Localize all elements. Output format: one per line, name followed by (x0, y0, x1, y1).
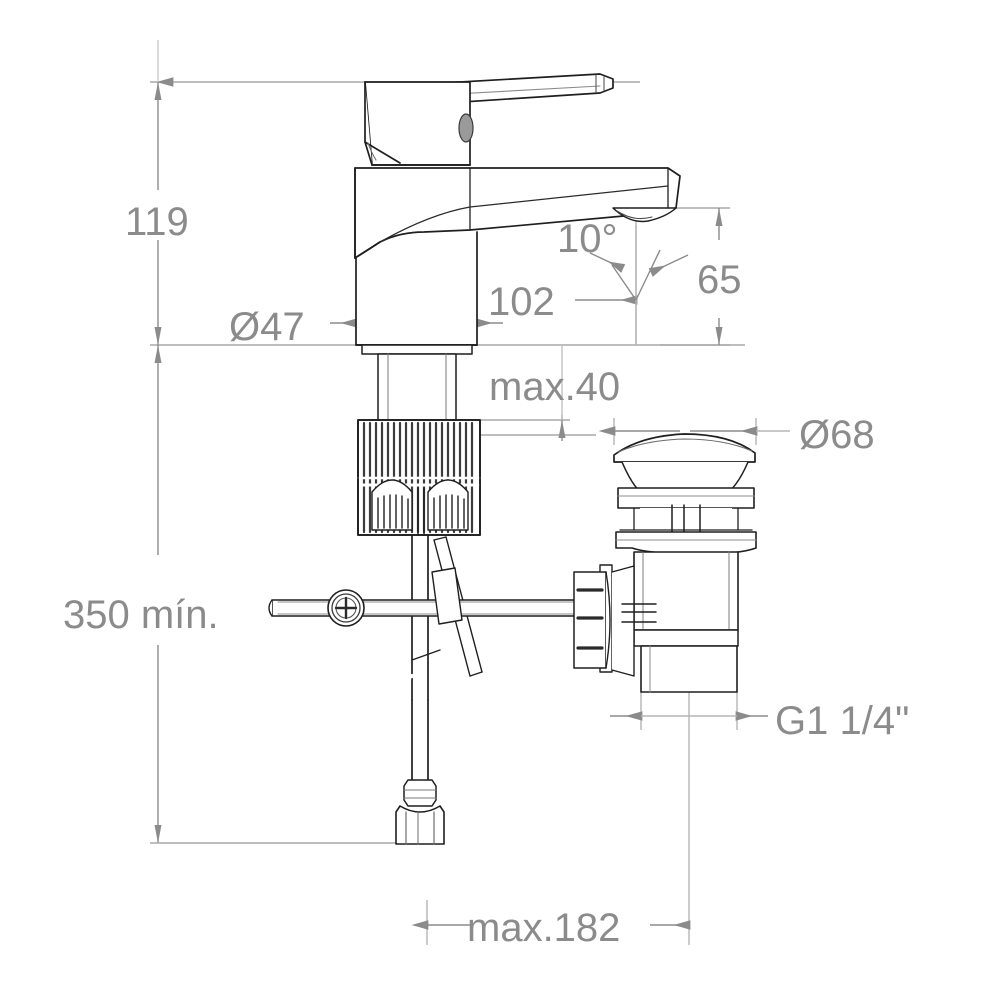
horizontal-lift-rod (268, 567, 613, 625)
mounting-shank (377, 353, 457, 421)
waste-grate-slots (619, 504, 753, 534)
rod-screw (327, 589, 365, 627)
hose-connector-nut (395, 779, 445, 845)
dimension-supply-length (150, 345, 440, 844)
dimension-waste-flange-diameter (598, 418, 790, 445)
dimension-text-spout-height: 65 (697, 258, 742, 302)
flexible-hose (378, 534, 441, 781)
dimension-text-base-diameter: Ø47 (229, 305, 305, 349)
dimension-text-spout-reach: 102 (488, 280, 555, 324)
dimension-waste-thread (610, 680, 768, 745)
waste-body (633, 551, 739, 631)
dimension-text-deck-thickness: max.40 (489, 365, 620, 409)
waste-side-nut (573, 564, 657, 677)
dimension-deck-thickness (478, 345, 596, 441)
product-geometry (268, 73, 757, 845)
cartridge-housing (364, 81, 474, 166)
waste-tailpiece (633, 629, 739, 693)
dimension-text-supply-length: 350 mín. (63, 593, 219, 637)
base-washer (361, 344, 473, 355)
waste-stopper (613, 433, 756, 497)
body-lower-column (355, 231, 478, 346)
dimension-hose-reach (411, 745, 691, 945)
waste-flange (617, 487, 755, 509)
dimension-text-waste-flange-diameter: Ø68 (799, 413, 875, 457)
knurled-fixing-nut (356, 419, 482, 536)
dimension-text-height-total: 119 (125, 200, 189, 244)
dimension-text-spout-angle: 10° (557, 217, 618, 261)
waste-lock-nut (615, 531, 757, 555)
dimension-text-layer: 119 102 65 10° Ø47 max.40 Ø68 350 mín. G… (63, 200, 909, 950)
aerator-outlet (612, 207, 677, 223)
dimension-text-hose-reach: max.182 (467, 906, 620, 950)
dimension-spout-angle (589, 215, 689, 345)
dimension-text-waste-thread: G1 1/4" (775, 699, 909, 743)
